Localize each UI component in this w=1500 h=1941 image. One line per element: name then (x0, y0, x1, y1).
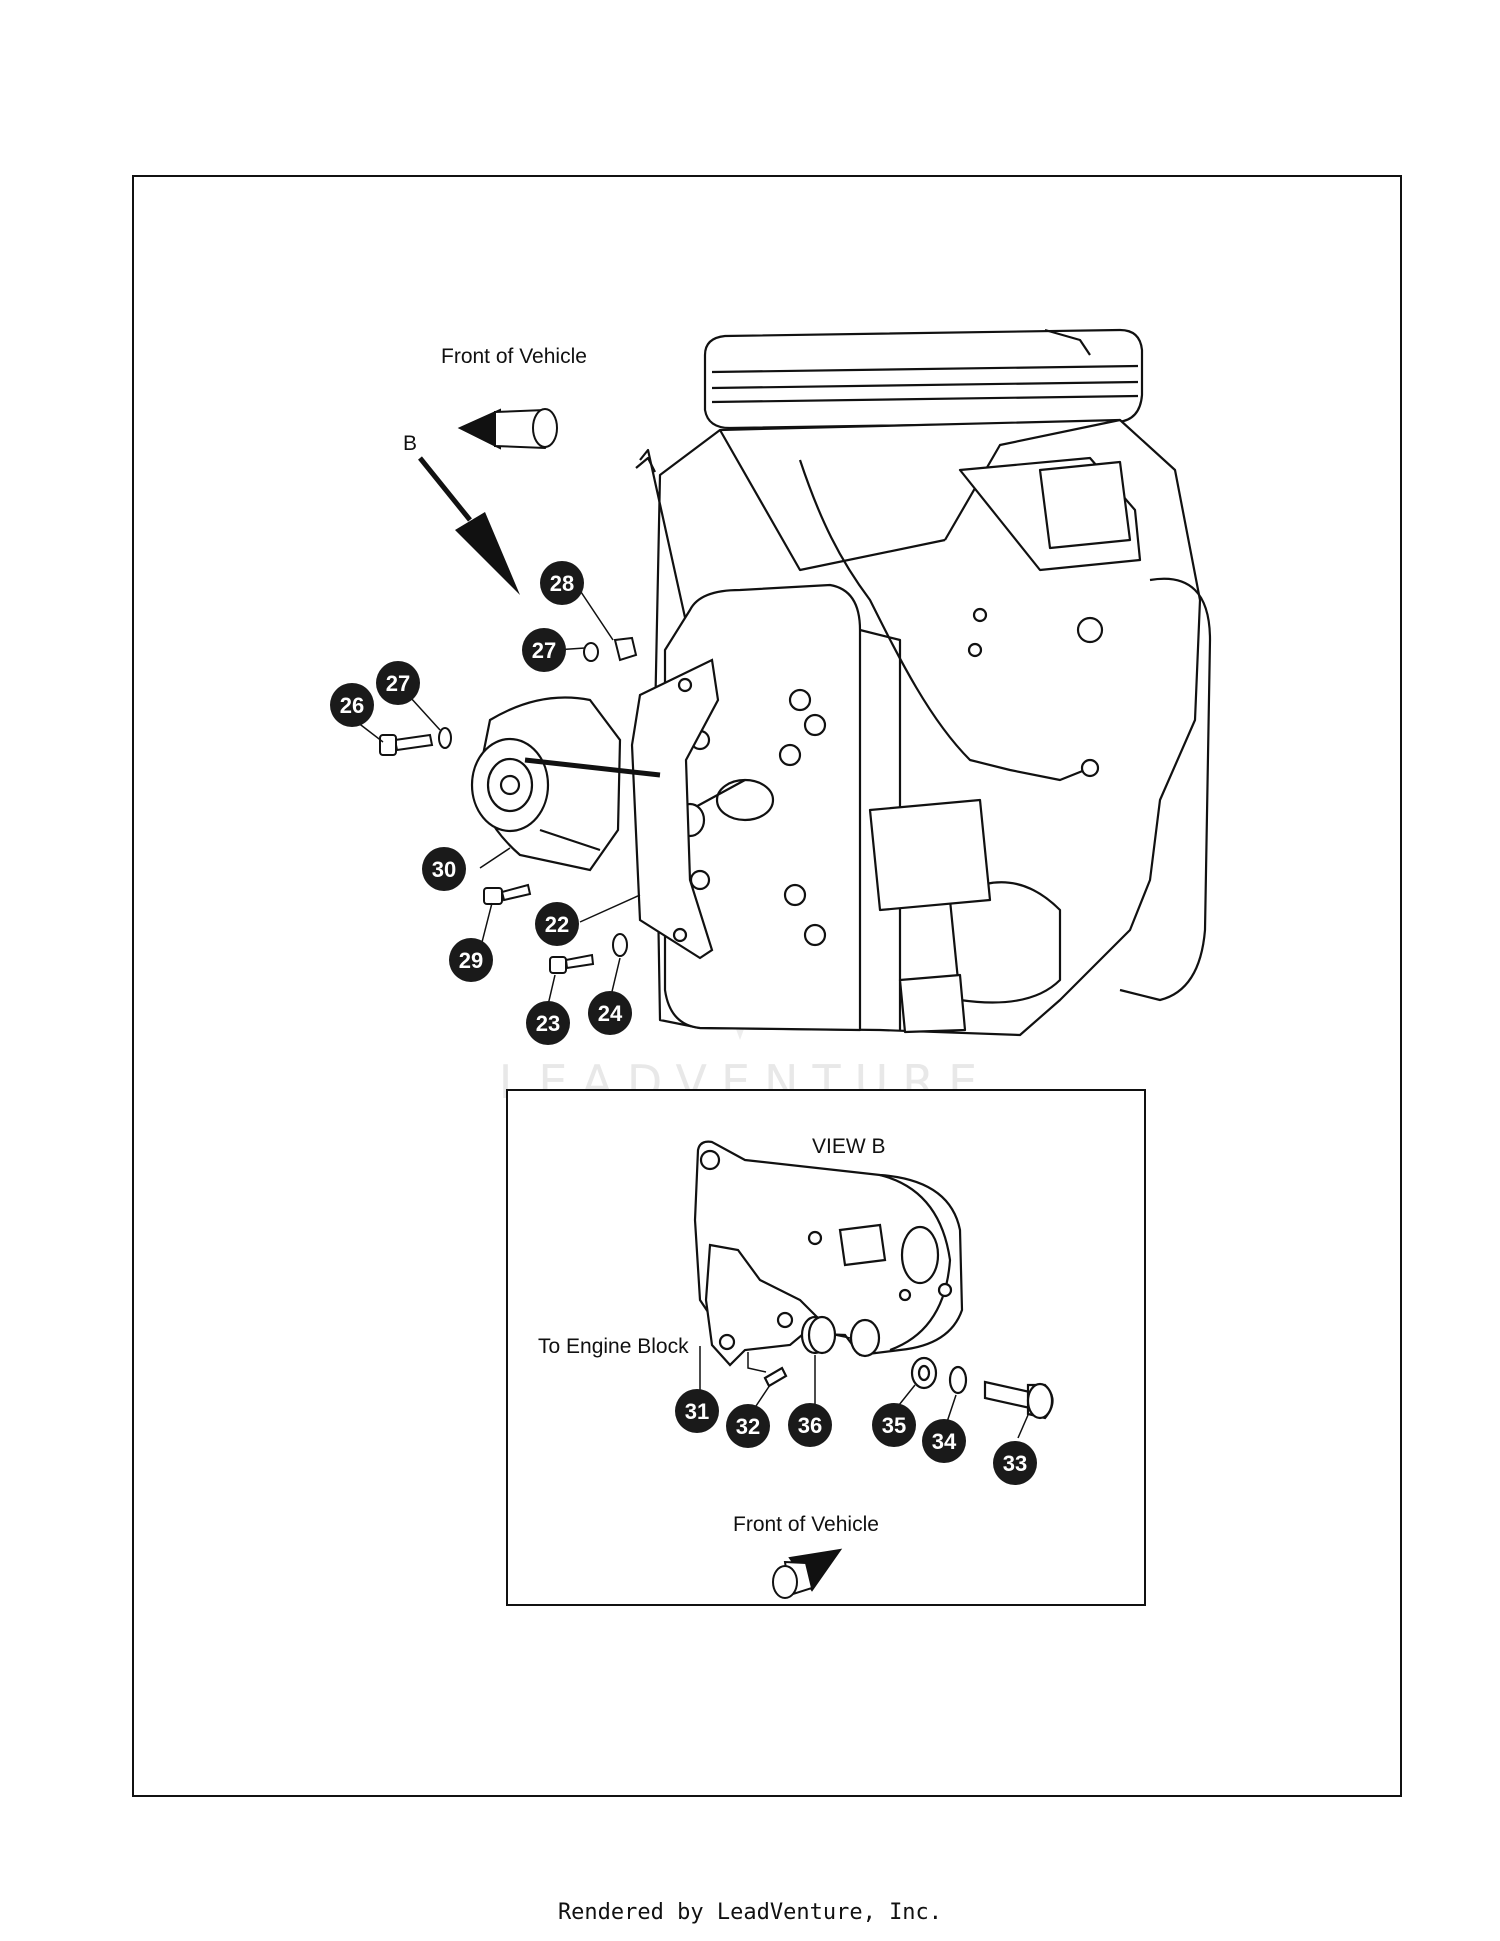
callout-33: 33 (993, 1441, 1037, 1485)
svg-text:31: 31 (685, 1399, 709, 1424)
svg-text:29: 29 (459, 948, 483, 973)
svg-text:23: 23 (536, 1011, 560, 1036)
svg-text:26: 26 (340, 693, 364, 718)
svg-text:28: 28 (550, 571, 574, 596)
callout-29: 29 (449, 938, 493, 982)
svg-text:24: 24 (598, 1001, 623, 1026)
diagram-frame (132, 175, 1402, 1797)
svg-text:34: 34 (932, 1429, 957, 1454)
svg-text:32: 32 (736, 1414, 760, 1439)
callout-30: 30 (422, 847, 466, 891)
callout-31: 31 (675, 1389, 719, 1433)
callout-35: 35 (872, 1403, 916, 1447)
view-b-title: VIEW B (812, 1135, 886, 1158)
view-b-marker: B (403, 432, 417, 455)
callouts: 28 27 27 26 30 22 29 24 23 31 32 36 35 3… (330, 561, 1037, 1485)
svg-text:35: 35 (882, 1413, 906, 1438)
air-cleaner-cover (703, 328, 1144, 430)
alternator (470, 696, 661, 872)
callout-23: 23 (526, 1001, 570, 1045)
callout-24: 24 (588, 991, 632, 1035)
front-of-vehicle-arrow (457, 408, 558, 450)
callout-32: 32 (726, 1404, 770, 1448)
mounting-bracket (630, 658, 720, 960)
callout-28: 28 (540, 561, 584, 605)
front-of-vehicle-inset-label: Front of Vehicle (733, 1513, 879, 1536)
callout-26: 26 (330, 683, 374, 727)
callout-27-left: 27 (376, 661, 420, 705)
front-of-vehicle-inset-arrow (772, 1548, 843, 1599)
callout-22: 22 (535, 902, 579, 946)
svg-text:27: 27 (532, 638, 556, 663)
callout-36: 36 (788, 1403, 832, 1447)
svg-text:22: 22 (545, 912, 569, 937)
engine-illustration (635, 328, 1212, 1037)
front-of-vehicle-label: Front of Vehicle (441, 345, 587, 368)
hardware (379, 636, 638, 974)
svg-text:36: 36 (798, 1413, 822, 1438)
footer-credit: Rendered by LeadVenture, Inc. (557, 1900, 943, 1925)
callout-27-top: 27 (522, 628, 566, 672)
inset-starter-illustration (693, 1140, 1054, 1420)
to-engine-block-label: To Engine Block (538, 1335, 689, 1358)
callout-34: 34 (922, 1419, 966, 1463)
view-direction-arrow (418, 456, 520, 595)
svg-text:33: 33 (1003, 1451, 1027, 1476)
svg-text:30: 30 (432, 857, 456, 882)
svg-text:27: 27 (386, 671, 410, 696)
